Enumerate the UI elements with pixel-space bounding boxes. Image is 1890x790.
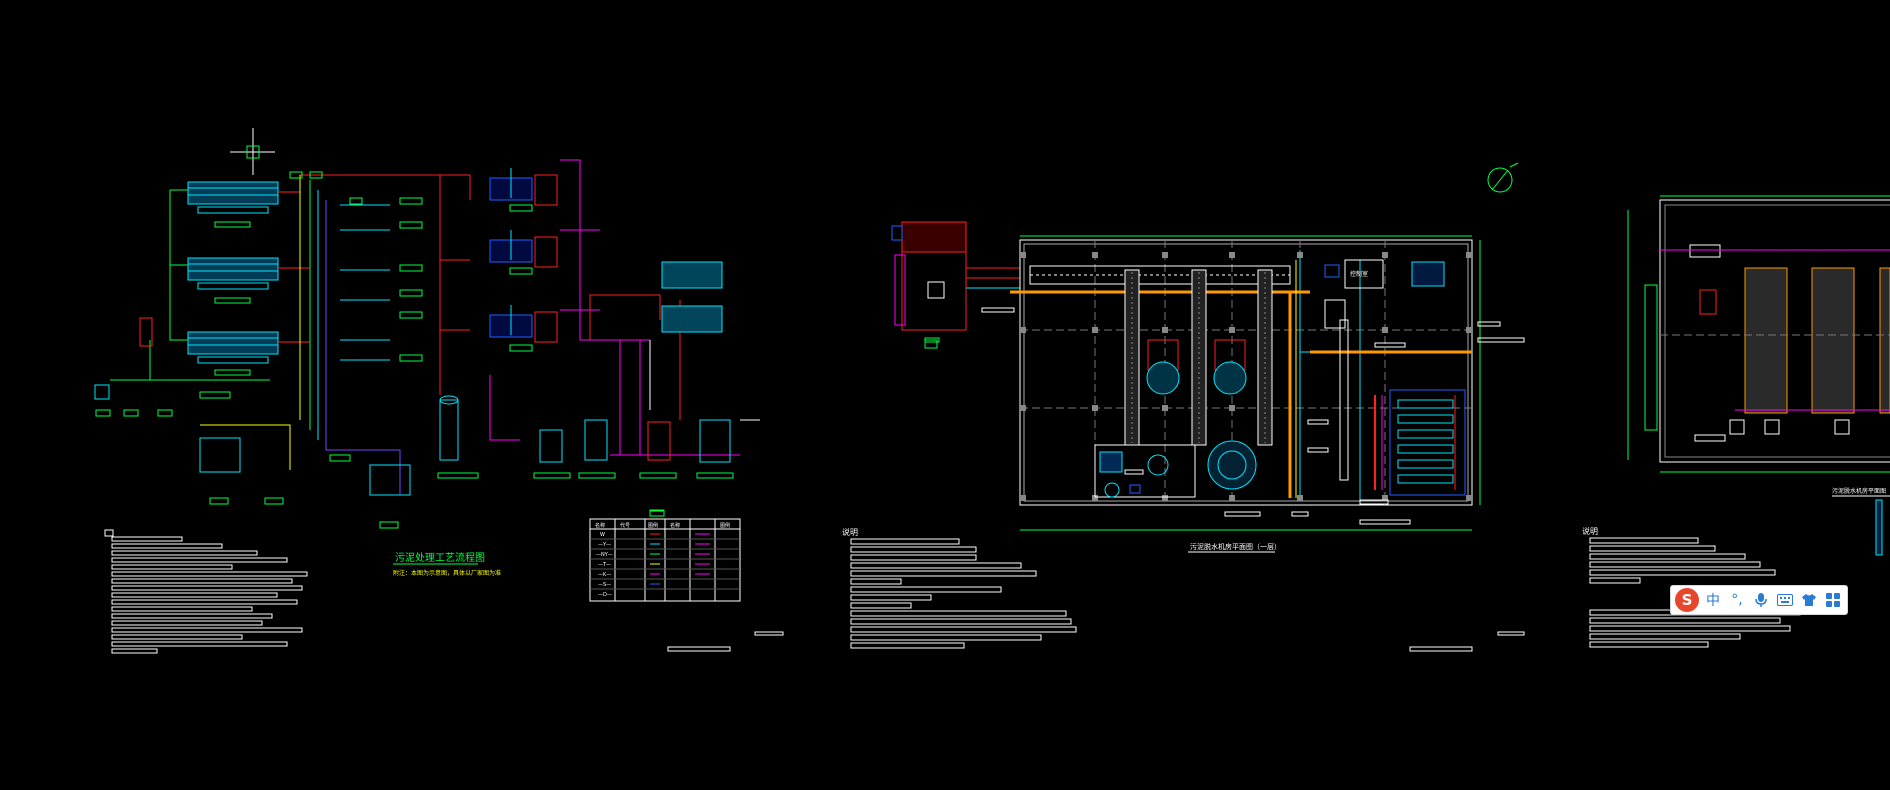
svg-text:W: W — [600, 532, 605, 538]
svg-text:—Y—: —Y— — [598, 542, 611, 548]
ime-mode-toggle[interactable]: 中 — [1706, 593, 1720, 609]
ime-toolbar[interactable]: S 中 °, — [1670, 585, 1848, 615]
dewatering-units — [1094, 269, 1273, 498]
annex-building — [891, 221, 1020, 349]
filter-press-1 — [187, 181, 279, 228]
shirt-icon[interactable] — [1799, 589, 1819, 611]
sheet1-process-flow — [94, 128, 784, 654]
svg-text:名称: 名称 — [595, 522, 605, 529]
sheet2-labels — [924, 307, 1525, 525]
pump-room — [1339, 319, 1466, 496]
svg-text:代号: 代号 — [620, 522, 630, 529]
sheet2-notes-label: 说明 — [842, 527, 858, 537]
sheet1-subtitle: 附注：本图为示意图，具体以厂家图为准 — [393, 569, 501, 577]
sheet3-notes-label: 说明 — [1582, 526, 1598, 536]
sheet1-pipework — [110, 159, 760, 495]
sheet2-title: 污泥脱水机房平面图（一层） — [1190, 542, 1281, 551]
microphone-icon[interactable] — [1751, 589, 1771, 611]
svg-text:—K—: —K— — [598, 572, 611, 578]
legend-header-row: 名称 代号 图例 名称 图例 — [595, 522, 730, 529]
crosshair-cursor-icon — [230, 128, 275, 175]
keyboard-icon[interactable] — [1775, 589, 1795, 611]
filter-press-3 — [187, 331, 279, 376]
svg-text:图例: 图例 — [648, 522, 658, 529]
filter-press-2 — [187, 257, 279, 304]
grid-icon[interactable] — [1823, 589, 1843, 611]
sheet2-notes — [850, 538, 1077, 649]
sheet1-legend-table — [589, 510, 741, 602]
svg-text:—S—: —S— — [598, 582, 611, 588]
structural-columns — [1020, 252, 1472, 501]
svg-text:—NY—: —NY— — [596, 552, 613, 558]
svg-text:名称: 名称 — [670, 522, 680, 529]
north-arrow-icon — [1487, 162, 1519, 193]
sheet1-title: 污泥处理工艺流程图 — [395, 551, 485, 564]
svg-text:图例: 图例 — [720, 522, 730, 529]
sheet1-tanks — [94, 168, 731, 496]
ime-logo-icon[interactable]: S — [1675, 588, 1699, 612]
main-building — [1019, 235, 1481, 531]
sheet1-notes — [104, 529, 308, 654]
model-space — [94, 128, 1890, 654]
control-room-label: 控制室 — [1350, 270, 1368, 278]
legend-codes: W —Y— —NY— —T— —K— —S— —D— — [596, 532, 613, 598]
sheet3-floor-plan — [1589, 195, 1890, 648]
sheet3-title: 污泥脱水机房平面图 — [1832, 487, 1886, 495]
sheet2-floor-plan — [850, 162, 1525, 652]
ime-punctuation-toggle[interactable]: °, — [1731, 592, 1743, 608]
svg-text:—D—: —D— — [598, 592, 612, 598]
svg-text:—T—: —T— — [598, 562, 611, 568]
